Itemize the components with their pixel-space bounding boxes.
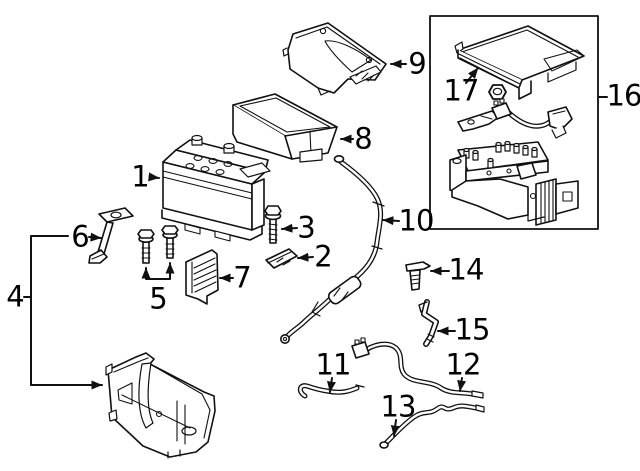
callout-label-7: 7 (233, 260, 251, 295)
callout-label-14: 14 (448, 252, 485, 287)
bolts-5-drawing (138, 226, 178, 263)
callout-label-12: 12 (445, 347, 482, 382)
retainer-drawing (266, 249, 297, 268)
callout-label-13: 13 (380, 389, 417, 424)
callout-label-2: 2 (314, 239, 332, 274)
cable-bracket-drawing (419, 302, 436, 344)
callout-label-1: 1 (131, 159, 149, 194)
fuse-block-cover-drawing (455, 26, 584, 99)
callout-label-10: 10 (398, 203, 435, 238)
callout-label-17: 17 (443, 73, 480, 108)
fuse-block-assembly-box (430, 16, 598, 229)
ground-strap-drawing (300, 385, 364, 396)
fuse-block-drawing (450, 142, 578, 226)
clip-drawing (406, 262, 430, 290)
insulator-box-drawing (233, 94, 337, 162)
callout-label-5: 5 (149, 281, 167, 316)
hold-down-bracket-drawing (89, 208, 133, 263)
battery-cover-drawing (283, 23, 386, 95)
battery-drawing (162, 136, 270, 242)
jumper-cable-drawing (492, 99, 572, 138)
positive-cable-drawing (281, 156, 384, 343)
callout-label-4: 4 (6, 279, 24, 314)
bolt-3-drawing (265, 206, 281, 243)
callout-label-11: 11 (315, 347, 352, 382)
strip-connector-drawing (458, 111, 499, 131)
callout-label-3: 3 (297, 210, 315, 245)
nut-drawing (489, 85, 506, 99)
callout-label-9: 9 (408, 46, 426, 81)
callout-label-16: 16 (606, 78, 640, 113)
auxiliary-cable-drawing (380, 405, 484, 448)
callout-label-15: 15 (454, 312, 491, 347)
battery-tray-drawing (106, 353, 215, 458)
side-bracket-drawing (186, 250, 218, 304)
leader-lines (24, 59, 607, 436)
callout-label-8: 8 (354, 121, 372, 156)
negative-cable-drawing (352, 338, 483, 398)
callout-label-6: 6 (71, 219, 89, 254)
